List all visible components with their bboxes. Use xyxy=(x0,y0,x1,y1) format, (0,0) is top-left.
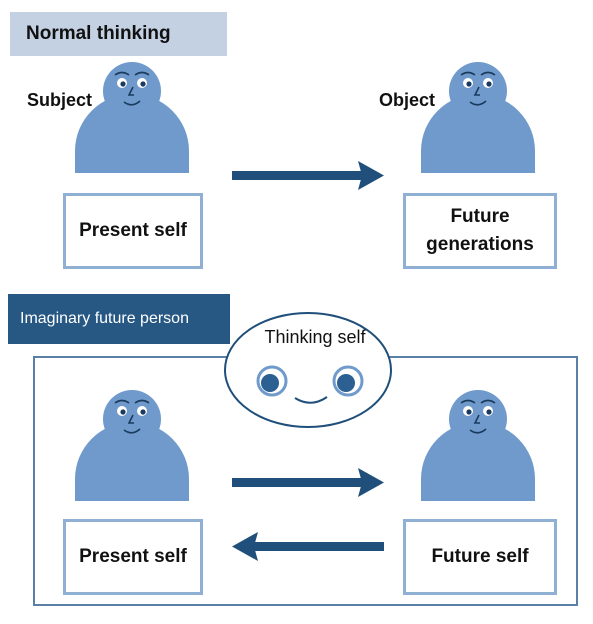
arrow-left-icon xyxy=(232,532,384,561)
arrow-right-icon xyxy=(232,161,384,190)
present-self-card-bottom: Present self xyxy=(63,519,203,595)
future-self-card: Future self xyxy=(403,519,557,595)
future-generations-card: Future generations xyxy=(403,193,557,269)
present-self-label: Present self xyxy=(79,220,187,242)
future-self-label: Future self xyxy=(431,546,529,568)
imaginary-future-person-tag: Imaginary future person xyxy=(8,294,230,344)
present-self-card: Present self xyxy=(63,193,203,269)
generations-label: generations xyxy=(426,234,534,255)
thinking-self-label: Thinking self xyxy=(264,327,366,347)
subject-label: Subject xyxy=(27,90,93,110)
arrow-right-icon xyxy=(232,468,384,497)
object-label: Object xyxy=(379,90,436,110)
normal-thinking-tag: Normal thinking xyxy=(10,12,227,56)
present-self-label-bottom: Present self xyxy=(79,546,187,568)
future-label: Future xyxy=(450,206,510,228)
